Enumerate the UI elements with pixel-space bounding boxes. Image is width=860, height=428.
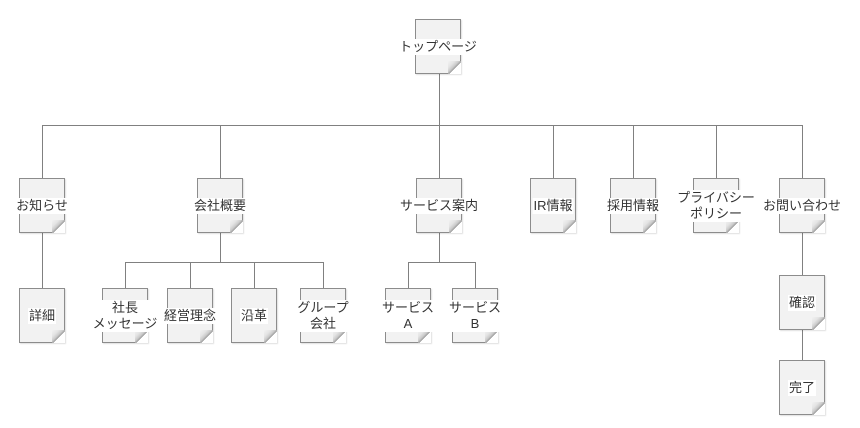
connector-line xyxy=(125,262,324,263)
node-detail: 詳細 xyxy=(19,288,65,343)
node-top-page: トップページ xyxy=(398,19,478,74)
node-label: プライバシー ポリシー xyxy=(676,189,756,222)
node-privacy-policy: プライバシー ポリシー xyxy=(676,178,756,233)
connector-line xyxy=(42,125,803,126)
connector-line xyxy=(408,262,476,263)
connector-line xyxy=(220,125,221,178)
node-president-message: 社長 メッセージ xyxy=(91,288,159,343)
connector-line xyxy=(42,125,43,178)
connector-line xyxy=(254,262,255,288)
node-service-a: サービス A xyxy=(380,288,436,343)
connector-line xyxy=(716,125,717,178)
connector-line xyxy=(125,262,126,288)
node-complete: 完了 xyxy=(779,360,825,415)
connector-line xyxy=(475,262,476,288)
node-label: 確認 xyxy=(787,294,817,311)
node-label: お問い合わせ xyxy=(761,197,843,214)
node-label: 社長 メッセージ xyxy=(91,299,159,332)
node-label: 採用情報 xyxy=(605,197,661,214)
connector-line xyxy=(439,233,440,262)
node-service-b: サービス B xyxy=(447,288,503,343)
connector-line xyxy=(42,233,43,288)
connector-line xyxy=(553,125,554,178)
node-company-overview: 会社概要 xyxy=(192,178,248,233)
node-label: トップページ xyxy=(398,38,478,55)
node-label: 沿革 xyxy=(239,307,269,324)
node-news: お知らせ xyxy=(15,178,69,233)
connector-line xyxy=(802,233,803,275)
node-service-guide: サービス案内 xyxy=(398,178,480,233)
node-management-philosophy: 経営理念 xyxy=(162,288,218,343)
node-group-company: グループ 会社 xyxy=(296,288,350,343)
node-history: 沿革 xyxy=(231,288,277,343)
node-recruit-info: 採用情報 xyxy=(605,178,661,233)
node-label: 経営理念 xyxy=(162,307,218,324)
connector-line xyxy=(439,73,440,125)
node-label: 完了 xyxy=(787,379,817,396)
node-label: サービス A xyxy=(380,299,436,332)
node-label: 会社概要 xyxy=(192,197,248,214)
node-ir-info: IR情報 xyxy=(530,178,576,233)
connector-line xyxy=(439,125,440,178)
node-label: IR情報 xyxy=(532,197,574,214)
node-label: サービス B xyxy=(447,299,503,332)
node-contact: お問い合わせ xyxy=(761,178,843,233)
node-label: グループ 会社 xyxy=(296,299,350,332)
connector-line xyxy=(220,233,221,262)
node-label: お知らせ xyxy=(15,197,69,214)
connector-line xyxy=(408,262,409,288)
connector-line xyxy=(633,125,634,178)
page-icon xyxy=(231,288,277,343)
node-label: 詳細 xyxy=(27,307,57,324)
connector-line xyxy=(190,262,191,288)
connector-line xyxy=(802,125,803,178)
node-confirm: 確認 xyxy=(779,275,825,330)
connector-line xyxy=(323,262,324,288)
connector-line xyxy=(802,328,803,360)
node-label: サービス案内 xyxy=(398,197,480,214)
